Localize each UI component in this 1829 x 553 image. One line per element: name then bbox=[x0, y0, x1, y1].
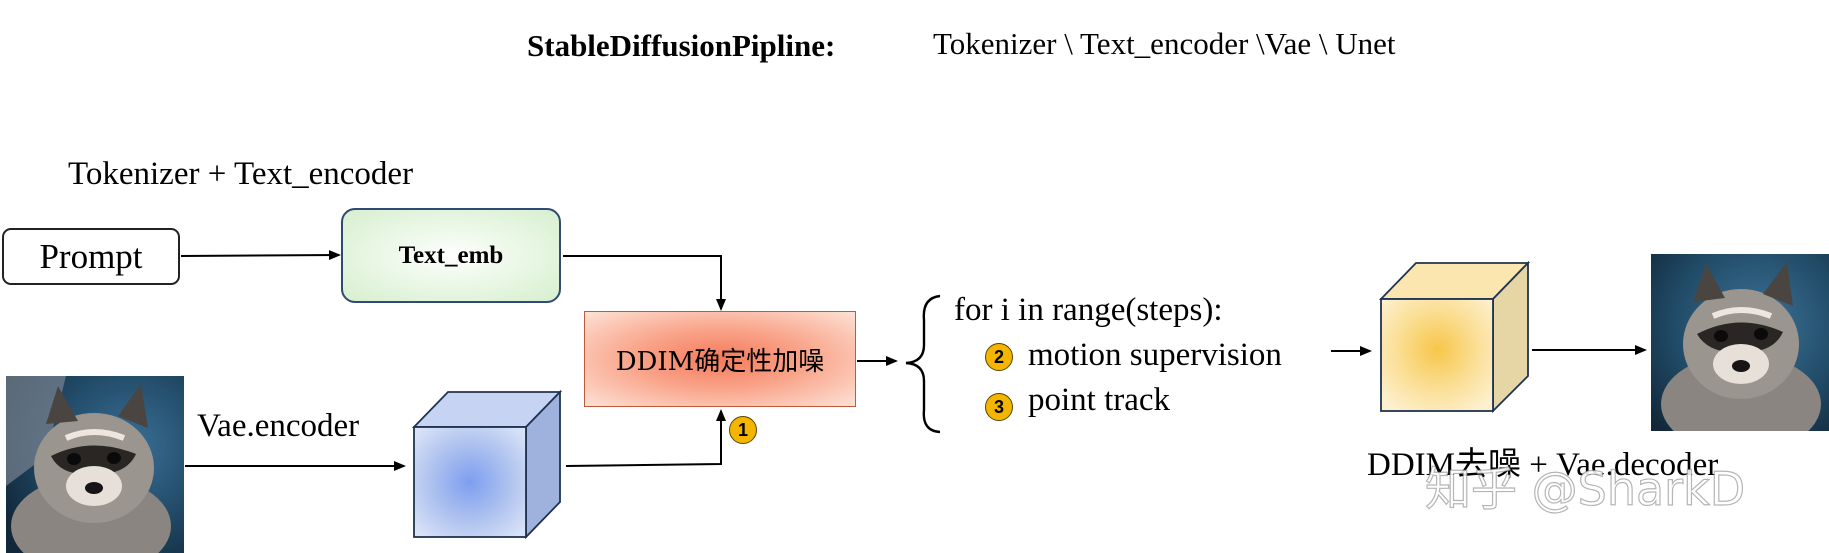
ddim-noise-box: DDIM确定性加噪 bbox=[584, 311, 856, 407]
vae-encoder-label: Vae.encoder bbox=[197, 408, 360, 444]
badge-1: 1 bbox=[729, 416, 757, 444]
loop-header: for i in range(steps): bbox=[954, 292, 1223, 328]
raccoon-input-image bbox=[6, 376, 184, 553]
raccoon-output-image bbox=[1651, 254, 1829, 431]
point-track-label: point track bbox=[1028, 382, 1171, 418]
badge-2: 2 bbox=[985, 343, 1013, 371]
text-emb-box: Text_emb bbox=[341, 208, 561, 303]
pipeline-label: StableDiffusionPipline: bbox=[527, 28, 836, 63]
badge-3: 3 bbox=[985, 393, 1013, 421]
watermark: 知乎 @SharkD bbox=[1424, 461, 1746, 516]
curly-brace-icon bbox=[905, 294, 941, 434]
latent-cube-icon bbox=[411, 389, 563, 540]
output-latent-cube-icon bbox=[1378, 260, 1531, 414]
tokenizer-encoder-label: Tokenizer + Text_encoder bbox=[68, 156, 414, 192]
prompt-box: Prompt bbox=[2, 228, 180, 285]
motion-supervision-label: motion supervision bbox=[1028, 337, 1282, 373]
decoder-label: DDIM去噪 + Vae.decoder bbox=[1367, 447, 1719, 483]
pipeline-components: Tokenizer \ Text_encoder \Vae \ Unet bbox=[933, 26, 1396, 61]
